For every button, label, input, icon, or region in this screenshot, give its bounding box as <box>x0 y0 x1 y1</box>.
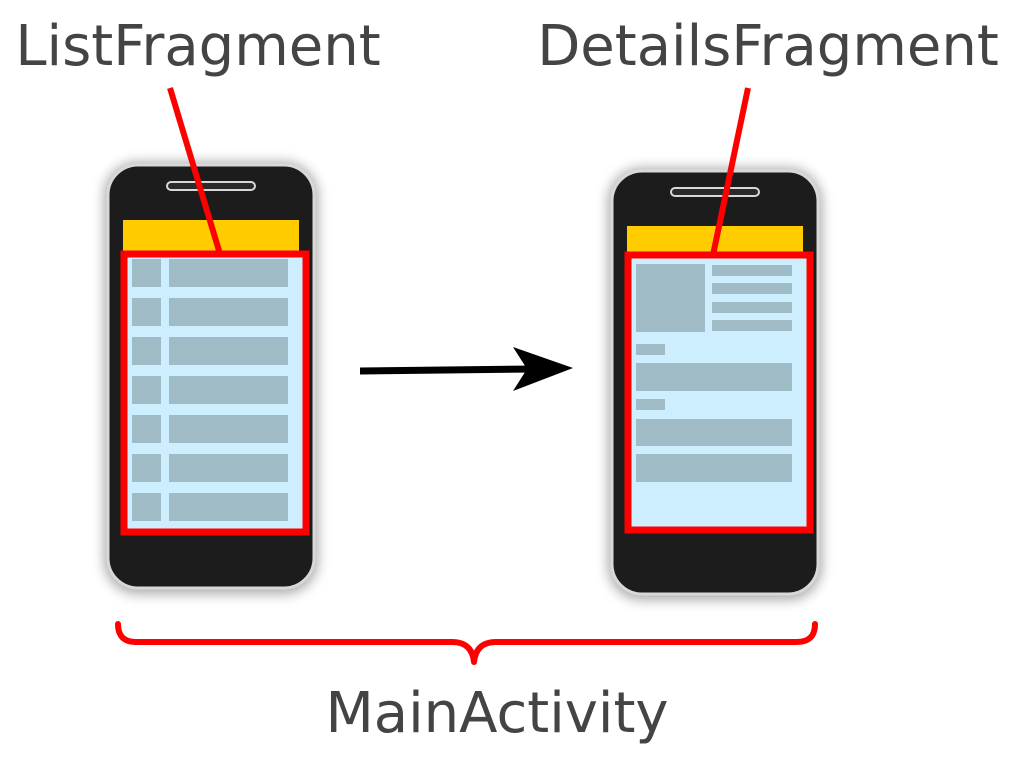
details-fragment-pointer <box>710 87 751 256</box>
details-line <box>712 265 792 276</box>
left-phone <box>104 162 318 594</box>
details-block <box>636 419 792 446</box>
list-item-text <box>169 493 288 521</box>
details-line <box>712 302 792 313</box>
list-item-thumbnail <box>132 337 161 365</box>
right-phone <box>608 168 822 600</box>
details-content <box>636 264 792 482</box>
details-fragment-frame <box>624 251 814 534</box>
list-item-text <box>169 376 288 404</box>
speaker-grille <box>166 181 256 191</box>
list-item-thumbnail <box>132 259 161 287</box>
details-line <box>712 283 792 294</box>
details-small-label <box>636 399 665 410</box>
list-fragment-frame <box>120 250 310 536</box>
main-activity-label: MainActivity <box>325 681 668 746</box>
speaker-grille <box>670 187 760 197</box>
right-arrow-icon <box>359 347 573 391</box>
list-fragment-label: ListFragment <box>15 14 380 79</box>
details-block <box>636 363 792 391</box>
details-block <box>636 454 792 482</box>
list-fragment-pointer <box>167 87 223 255</box>
list-items <box>132 259 288 521</box>
brace-icon <box>115 621 818 665</box>
list-item-thumbnail <box>132 493 161 521</box>
list-item-thumbnail <box>132 298 161 326</box>
details-small-label <box>636 344 665 355</box>
list-item-text <box>169 298 288 326</box>
list-item-thumbnail <box>132 415 161 443</box>
details-fragment-label: DetailsFragment <box>537 14 999 79</box>
list-item-text <box>169 337 288 365</box>
list-item-thumbnail <box>132 454 161 482</box>
list-item-thumbnail <box>132 376 161 404</box>
list-item-text <box>169 454 288 482</box>
list-item-text <box>169 415 288 443</box>
details-image-placeholder <box>636 264 705 332</box>
details-line <box>712 320 792 331</box>
list-item-text <box>169 259 288 287</box>
